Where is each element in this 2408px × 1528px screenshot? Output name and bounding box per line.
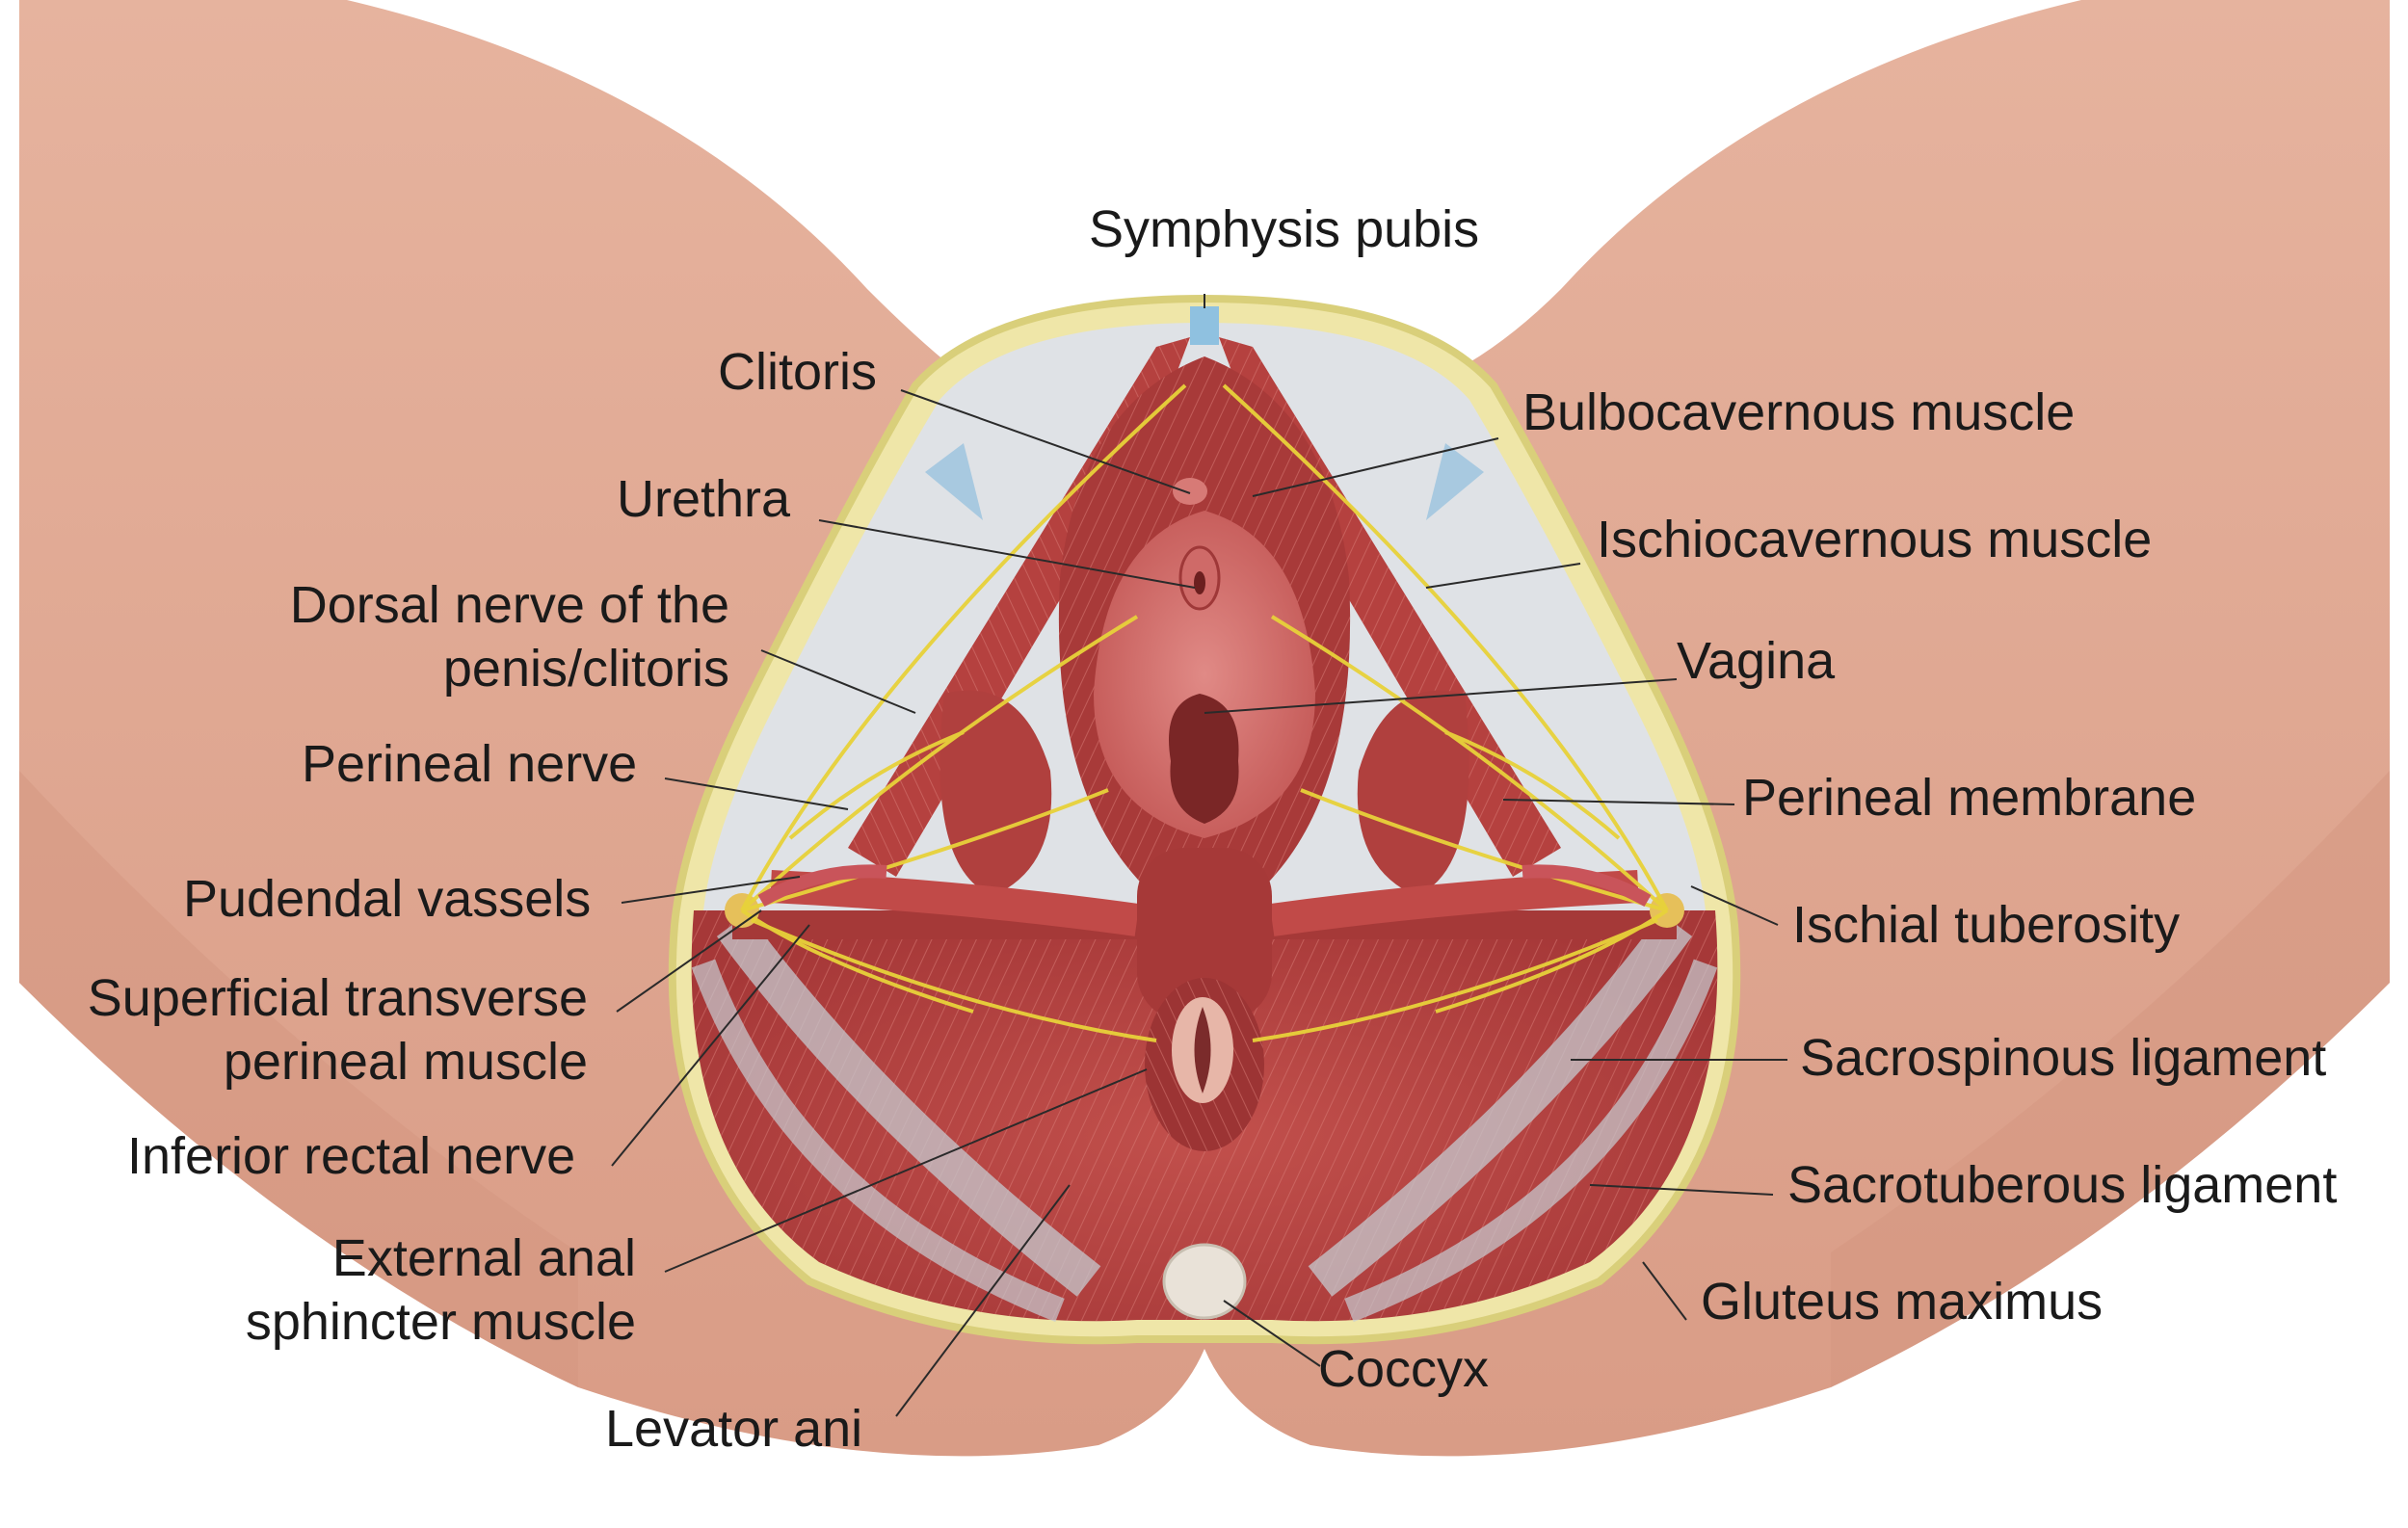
vestibule (1094, 511, 1315, 838)
nerves (740, 383, 1669, 1042)
clitoris-shape (1173, 478, 1207, 505)
pudendal-vessels-left (757, 864, 887, 908)
sacrospinous-ligament-right (1308, 913, 1693, 1297)
sacrospinous-ligament-left (716, 913, 1101, 1297)
leader-lines (611, 294, 1787, 1417)
coccyx-shape (1162, 1243, 1247, 1320)
pudendal-vessels-right (1522, 864, 1652, 908)
vaginal-opening (1169, 694, 1239, 824)
symphysis-pubis-shape (1190, 306, 1219, 345)
